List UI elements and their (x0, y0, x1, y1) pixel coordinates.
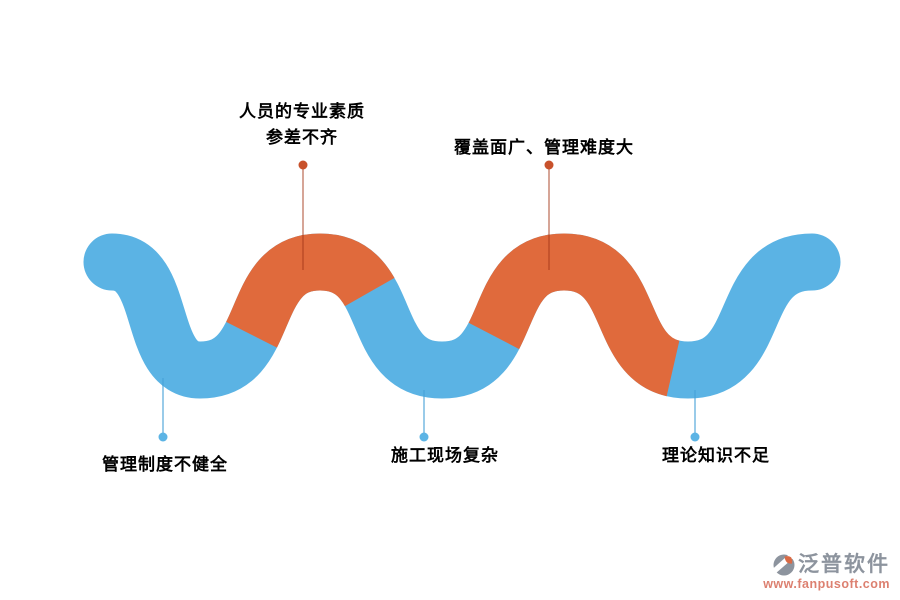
watermark: 泛普软件 www.fanpusoft.com (763, 553, 890, 592)
wave-blue-path (83, 233, 841, 399)
callout-coverage: 覆盖面广、管理难度大 (454, 135, 634, 161)
watermark-url: www.fanpusoft.com (763, 577, 890, 591)
callout-personnel-quality: 人员的专业素质 参差不齐 (239, 99, 365, 151)
callout-text: 覆盖面广、管理难度大 (454, 138, 634, 157)
callout-text: 理论知识不足 (662, 446, 770, 465)
callout-text: 施工现场复杂 (391, 446, 499, 465)
dot-management-system (158, 432, 168, 442)
callout-text: 人员的专业素质 (239, 102, 365, 121)
dot-coverage (544, 160, 554, 170)
callout-site-complexity: 施工现场复杂 (391, 443, 499, 469)
watermark-brand: 泛普软件 (798, 553, 890, 576)
callout-text: 参差不齐 (266, 128, 338, 147)
callout-management-system: 管理制度不健全 (102, 452, 228, 478)
callout-theory-knowledge: 理论知识不足 (662, 443, 770, 469)
fanpu-logo-icon (772, 553, 795, 576)
callout-text: 管理制度不健全 (102, 455, 228, 474)
dot-site-complexity (419, 432, 429, 442)
dot-theory-knowledge (690, 432, 700, 442)
dot-personnel-quality (298, 160, 308, 170)
